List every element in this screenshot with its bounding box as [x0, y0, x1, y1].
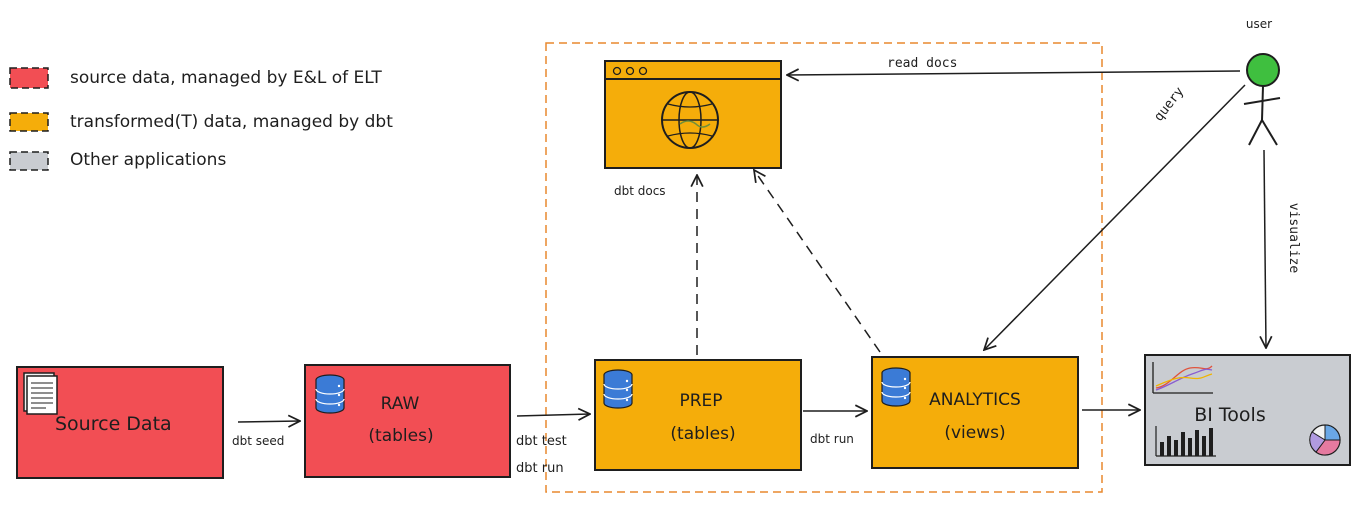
label-dbt-test: dbt test [516, 434, 567, 449]
user-icon [1243, 53, 1281, 146]
globe-icon [661, 91, 719, 149]
legend-swatch-other [9, 151, 49, 171]
label-dbt-docs: dbt docs [614, 184, 666, 198]
bar-chart-icon [1155, 426, 1216, 457]
node-raw: RAW (tables) [304, 364, 511, 478]
node-prep: PREP (tables) [594, 359, 802, 471]
arrow-user-to-analytics [984, 84, 1246, 350]
legend-label-transformed: transformed(T) data, managed by dbt [70, 112, 393, 132]
legend-label-source: source data, managed by E&L of ELT [70, 68, 382, 88]
node-source-data: Source Data [16, 366, 224, 479]
arrow-source-to-raw [237, 421, 300, 422]
dbt-group-boundary [545, 42, 1103, 493]
bi-tools-label: BI Tools [1194, 404, 1265, 426]
arrow-raw-to-prep [516, 414, 590, 416]
legend-swatch-transformed [9, 112, 49, 132]
arrow-analytics-to-docs [754, 170, 881, 353]
legend-item-transformed: transformed(T) data, managed by dbt [9, 112, 393, 132]
legend: source data, managed by E&L of ELT trans… [9, 67, 393, 171]
legend-label-other: Other applications [70, 150, 226, 170]
document-icon [23, 372, 58, 415]
label-dbt-seed: dbt seed [232, 434, 284, 448]
prep-title: PREP [679, 391, 722, 411]
legend-item-source: source data, managed by E&L of ELT [9, 67, 382, 89]
arrow-user-to-bi [1264, 149, 1266, 348]
database-icon [881, 367, 911, 407]
user-label: user [1246, 17, 1272, 31]
label-visualize: visualize [1286, 203, 1301, 274]
analytics-subtitle: (views) [944, 423, 1005, 443]
label-dbt-run-left: dbt run [516, 461, 564, 476]
raw-title: RAW [381, 394, 420, 414]
edges [237, 71, 1266, 422]
node-analytics: ANALYTICS (views) [871, 356, 1079, 469]
database-icon [603, 369, 633, 409]
legend-swatch-source [9, 67, 49, 89]
arrow-user-to-docs [787, 71, 1241, 75]
window-dot-icon [612, 66, 622, 76]
node-bi-tools: BI Tools [1144, 354, 1351, 466]
prep-subtitle: (tables) [670, 424, 735, 444]
database-icon [315, 374, 345, 414]
label-query: query [1151, 84, 1187, 124]
line-chart-icon [1152, 362, 1213, 394]
docs-website [604, 60, 782, 169]
legend-item-other: Other applications [9, 150, 226, 171]
pie-chart-icon [1309, 424, 1341, 456]
label-dbt-run-middle: dbt run [810, 432, 854, 446]
window-dot-icon [638, 66, 648, 76]
source-data-label: Source Data [55, 413, 172, 435]
label-read-docs: read docs [887, 56, 957, 71]
raw-subtitle: (tables) [368, 426, 433, 446]
analytics-title: ANALYTICS [929, 390, 1021, 410]
window-dot-icon [625, 66, 635, 76]
